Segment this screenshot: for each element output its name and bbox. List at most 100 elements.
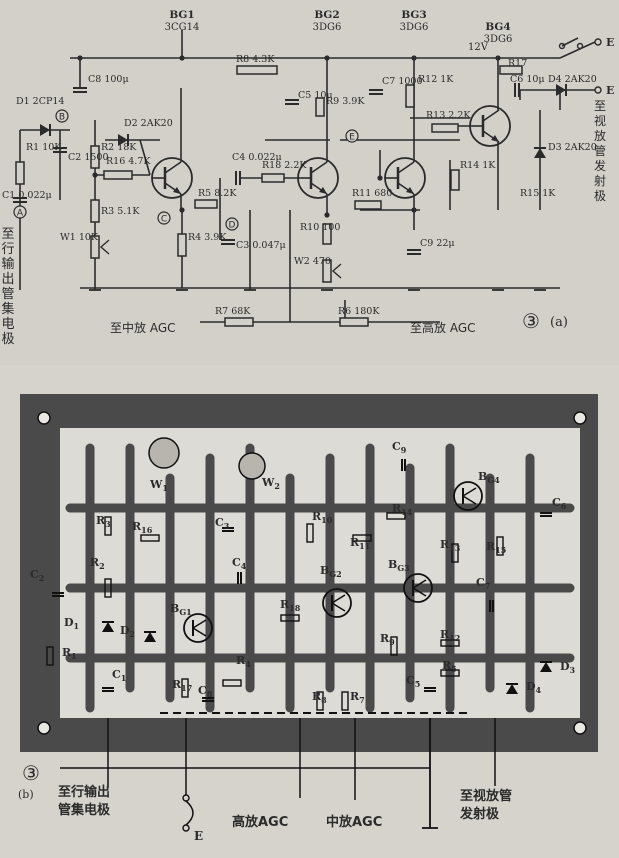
mounting-hole <box>573 411 587 425</box>
node-marker-a: A <box>13 205 27 219</box>
pot-label-w1: W1 10K <box>60 232 99 243</box>
pcb-capacitor <box>52 592 64 597</box>
pcb-resistor <box>386 512 406 520</box>
transistor-bg4 <box>469 105 511 147</box>
capacitor-c7 <box>369 89 383 95</box>
resistor-label-r17: R17 <box>508 58 527 69</box>
resistor-r10 <box>322 223 332 245</box>
output-label-vertical-char: 射 <box>594 173 606 188</box>
transistor-name-bg1: BG1 <box>169 9 194 21</box>
output-label-vertical-char: 管 <box>594 143 606 158</box>
transistor-name-bg2: BG2 <box>314 9 339 21</box>
resistor-label-r4: R4 3.9K <box>188 232 227 243</box>
capacitor-label-c1: C1 0.022μ <box>2 190 52 201</box>
transistor-name-bg3: BG3 <box>401 9 426 21</box>
resistor-r4 <box>177 233 187 257</box>
resistor-r17x <box>499 65 523 75</box>
capacitor-label-c7: C7 1000 <box>382 76 423 87</box>
figure-number-a: ③ <box>522 309 540 333</box>
pcb-resistor <box>390 636 398 656</box>
capacitor-c1 <box>13 197 27 203</box>
pcb-capacitor <box>540 512 552 517</box>
pcb-diode <box>506 683 518 694</box>
pcb-capacitor <box>237 572 242 584</box>
pcb-resistor <box>496 536 504 556</box>
capacitor-c3 <box>221 239 235 245</box>
pot-label-w2: W2 470 <box>294 256 331 267</box>
figure-number-b: ③ <box>22 761 40 785</box>
pcb-switch-e-label: E <box>194 829 203 843</box>
pcb-capacitor <box>102 687 114 692</box>
resistor-label-r2: R2 18K <box>101 142 137 153</box>
resistor-label-r3: R3 5.1K <box>101 206 140 217</box>
capacitor-label-c8: C8 100μ <box>88 74 129 85</box>
capacitor-label-c5: C5 10μ <box>298 90 333 101</box>
transistor-type-bg4: 3DG6 <box>484 34 513 45</box>
wire <box>139 139 151 176</box>
mounting-hole <box>37 721 51 735</box>
diode-d4 <box>556 84 567 96</box>
resistor-r12 <box>405 84 415 108</box>
resistor-r3 <box>90 199 100 223</box>
terminal-e-right: E <box>606 84 614 97</box>
pcb-diode <box>540 661 552 672</box>
input-label-vertical-char: 行 <box>1 242 14 257</box>
resistor-label-r8: R8 4.3K <box>236 54 275 65</box>
node-letter: E <box>349 133 355 143</box>
resistor-r9 <box>315 97 325 117</box>
input-label-vertical-char: 输 <box>1 256 14 272</box>
resistor-label-r7: R7 68K <box>215 306 251 317</box>
capacitor-c9 <box>407 249 421 255</box>
pot-w2-disc <box>238 452 266 480</box>
pcb-resistor <box>352 534 372 542</box>
resistor-label-r15: R15 1K <box>520 188 556 199</box>
resistor-r13 <box>431 123 459 133</box>
pcb-transistor <box>403 573 433 603</box>
input-label-vertical-char: 出 <box>1 272 14 287</box>
input-label-vertical-char: 管 <box>1 287 14 302</box>
pcb-resistor <box>440 639 460 647</box>
pcb-resistor <box>222 679 242 687</box>
figure-sub-a: (a) <box>550 315 568 330</box>
capacitor-label-c9: C9 22μ <box>420 238 455 249</box>
pcb-high-agc-label: 高放AGC <box>232 814 288 830</box>
mounting-hole <box>573 721 587 735</box>
junction-dot <box>377 175 383 181</box>
transistor-bg3 <box>384 157 426 199</box>
diode-label-d1: D1 2CP14 <box>16 96 64 107</box>
agc-high-label: 至高放 AGC <box>410 320 476 335</box>
capacitor-c4 <box>235 171 241 185</box>
pcb-capacitor <box>202 697 214 702</box>
resistor-label-r10: R10 100 <box>300 222 340 233</box>
pcb-transistor <box>453 481 483 511</box>
junction-dot <box>324 55 330 61</box>
switch-e <box>182 718 194 832</box>
resistor-label-r14: R14 1K <box>460 160 496 171</box>
node-marker-c: C <box>157 211 171 225</box>
input-label-vertical-char: 极 <box>1 332 14 347</box>
input-label-vertical-char: 电 <box>1 317 14 332</box>
pot-w1-disc <box>148 437 180 469</box>
supply-voltage-label: 12V <box>468 42 489 53</box>
diode-label-d3: D3 2AK20 <box>548 142 597 153</box>
capacitor-label-c6: C6 10μ <box>510 74 545 85</box>
pcb-diode <box>144 631 156 642</box>
transistor-type-bg2: 3DG6 <box>313 22 342 33</box>
resistor-label-r11: R11 680 <box>352 188 392 199</box>
node-marker-e: E <box>345 129 359 143</box>
junction-dot <box>92 172 98 178</box>
junction-dot <box>179 55 185 61</box>
mounting-hole <box>37 411 51 425</box>
output-label-vertical-char: 发 <box>594 158 606 173</box>
transistor-name-bg4: BG4 <box>485 21 510 33</box>
diode-label-d2: D2 2AK20 <box>124 118 173 129</box>
transistor-type-bg3: 3DG6 <box>400 22 429 33</box>
node-letter: D <box>229 221 236 231</box>
pcb-resistor <box>140 534 160 542</box>
resistor-r1 <box>15 161 25 185</box>
node-letter: A <box>17 209 24 219</box>
capacitor-c5 <box>285 99 299 105</box>
diode-label-d4: D4 2AK20 <box>548 74 597 85</box>
